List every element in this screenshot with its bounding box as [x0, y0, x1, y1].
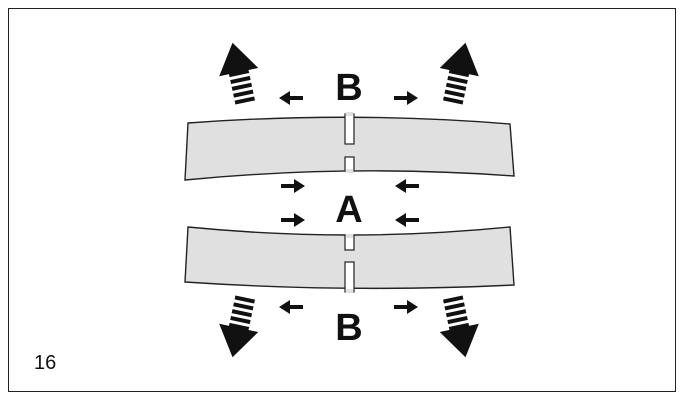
figure-number: 16 — [34, 352, 56, 374]
label-b-top: B — [335, 67, 362, 109]
upper-plate-notch-bottom — [344, 156, 355, 172]
small-arrow-top-left-icon — [279, 91, 303, 105]
lower-plate-notch-top — [344, 235, 355, 251]
upper-plate — [184, 116, 515, 181]
large-arrow-top-right-icon — [439, 42, 479, 105]
small-arrow-a-upper-left-icon — [281, 179, 305, 193]
small-arrow-top-right-icon — [394, 91, 418, 105]
large-arrow-top-left-icon — [219, 42, 259, 105]
label-a: A — [335, 189, 362, 231]
label-b-bottom: B — [335, 307, 362, 349]
large-arrow-bottom-right-icon — [439, 295, 479, 358]
small-arrow-a-lower-right-icon — [395, 213, 419, 227]
figure-frame — [8, 8, 676, 392]
small-arrow-a-upper-right-icon — [395, 179, 419, 193]
lower-plate-notch-bottom — [344, 261, 355, 293]
large-arrow-bottom-left-icon — [219, 295, 259, 358]
small-arrow-bottom-left-icon — [279, 300, 303, 314]
lower-plate — [184, 226, 515, 290]
small-arrow-a-lower-left-icon — [281, 213, 305, 227]
upper-plate-notch-top — [344, 113, 355, 145]
small-arrow-bottom-right-icon — [394, 300, 418, 314]
